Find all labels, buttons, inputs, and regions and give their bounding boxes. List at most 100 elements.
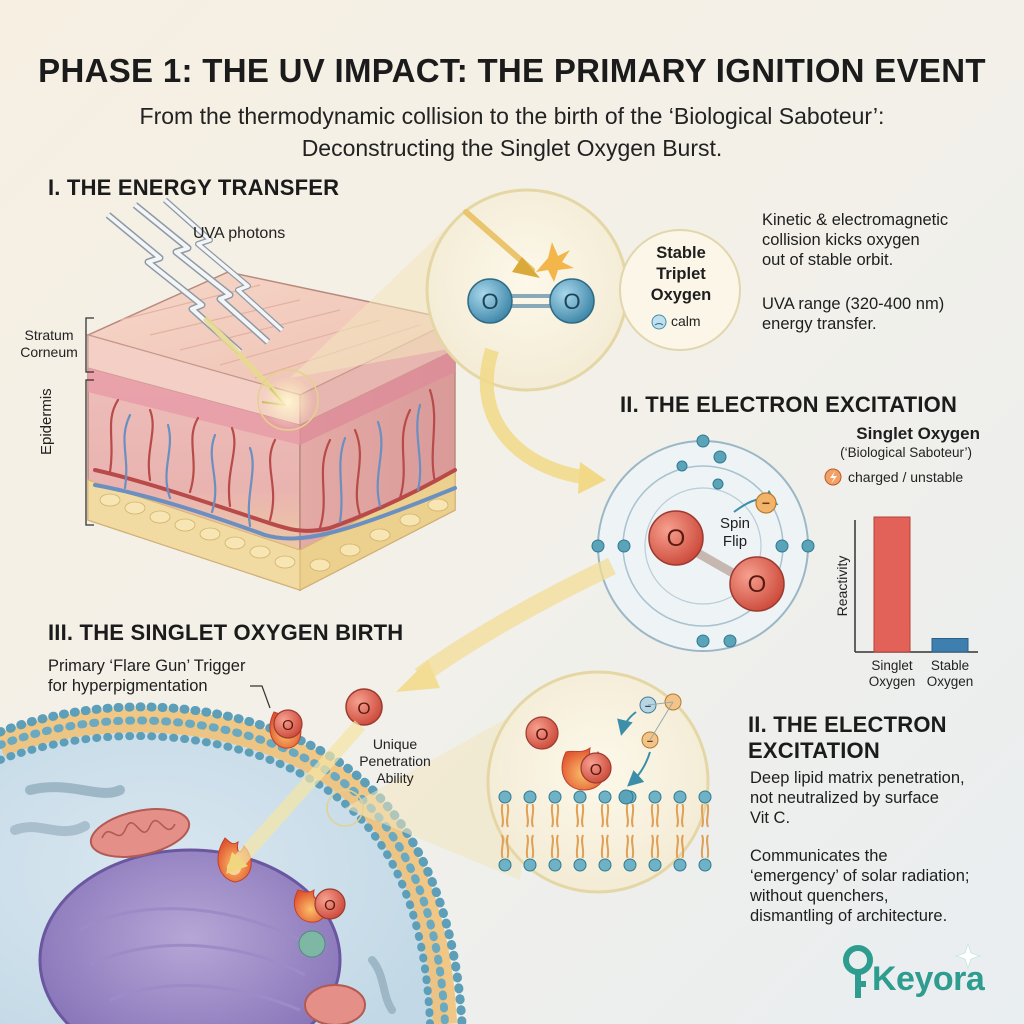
electron-sign: −	[645, 701, 651, 713]
penetration-line-3: Ability	[376, 770, 414, 786]
penetration-line-2: Penetration	[359, 753, 431, 769]
emergency-desc-line-2: ‘emergency’ of solar radiation;	[750, 867, 970, 885]
lipid-head	[698, 790, 712, 804]
uva-photons-label: UVA photons	[193, 225, 286, 242]
page-title: PHASE 1: THE UV IMPACT: THE PRIMARY IGNI…	[38, 52, 986, 89]
penetration-desc-line-3: Vit C.	[750, 809, 791, 827]
calm-face-icon	[651, 314, 667, 330]
emergency-desc-line-4: dismantling of architecture.	[750, 907, 948, 925]
triplet-oxygen-title: Stable Triplet Oxygen	[640, 243, 722, 306]
nucleus	[38, 848, 342, 1024]
lipid-head	[548, 790, 562, 804]
singlet-oxygen-orbitals: − O O	[591, 434, 815, 652]
spin-flip-line-2: Flip	[722, 533, 748, 550]
section-electron-excitation-heading: II. THE ELECTRON EXCITATION	[620, 392, 958, 417]
triplet-title-line-3: Oxygen	[650, 286, 712, 304]
lipid-head	[498, 858, 512, 872]
penetration-beam	[234, 720, 366, 865]
atom-label: O	[282, 717, 294, 734]
lipid-tail	[606, 803, 610, 828]
lipid-head	[523, 858, 537, 872]
section-energy-transfer-heading: I. THE ENERGY TRANSFER	[48, 175, 340, 200]
lipid-head	[548, 858, 562, 872]
atom-label: O	[590, 762, 602, 779]
lipid-tail	[500, 803, 504, 828]
atom-label: O	[357, 699, 370, 718]
chart-tick-label: Oxygen	[869, 674, 916, 689]
lipid-tail	[625, 803, 629, 828]
chart-tick-label: Stable	[931, 658, 969, 673]
stratum-label-line-1: Stratum	[24, 327, 74, 343]
singlet-oxygen-particle	[345, 688, 383, 726]
trigger-line-2: for hyperpigmentation	[48, 677, 208, 695]
lipid-tail	[656, 834, 660, 859]
lipid-tail	[625, 834, 629, 859]
subtitle-line-1: From the thermodynamic collision to the …	[139, 103, 885, 129]
lipid-tail	[500, 834, 504, 859]
lipid-tail	[656, 803, 660, 828]
transition-arrow-2	[414, 557, 616, 684]
zoom-wedge-2	[345, 700, 540, 880]
section-singlet-birth-heading: III. THE SINGLET OXYGEN BIRTH	[48, 620, 404, 645]
lipid-tail	[575, 834, 579, 859]
penetration-desc-line-1: Deep lipid matrix penetration,	[750, 769, 965, 787]
excited-electron	[755, 492, 777, 514]
atom-label: O	[748, 571, 767, 598]
lipid-head	[573, 858, 587, 872]
atom-label: O	[563, 289, 580, 314]
lipid-tail	[556, 834, 560, 859]
stratum-label-line-2: Corneum	[20, 344, 78, 360]
flare-gun-trigger-label: Primary ‘Flare Gun’ Trigger for hyperpig…	[48, 656, 245, 696]
lipid-head	[673, 790, 687, 804]
layer-brackets	[85, 317, 94, 526]
lipid-tail	[525, 803, 529, 828]
uva-photon-bolts	[105, 197, 286, 406]
singlet-oxygen-subtitle: (‘Biological Saboteur’)	[840, 445, 972, 460]
lipid-tail	[606, 834, 610, 859]
lipid-tail	[556, 803, 560, 828]
lipid-tail	[700, 803, 704, 828]
lipid-tail	[581, 834, 585, 859]
page-subtitle: From the thermodynamic collision to the …	[60, 100, 964, 164]
emergency-desc-line-1: Communicates the	[750, 847, 888, 865]
lipid-head	[623, 858, 637, 872]
keyora-logo	[843, 942, 982, 998]
lipid-tail	[531, 834, 535, 859]
lipid-tail	[706, 834, 710, 859]
lipid-tail	[650, 834, 654, 859]
lipid-tail	[550, 834, 554, 859]
atom-label: O	[667, 525, 686, 552]
triplet-title-line-1: Stable	[656, 244, 706, 262]
chart-bar-0	[873, 516, 911, 653]
transition-arrow-1-head	[578, 462, 606, 494]
zoom-origin-ring	[257, 369, 319, 431]
stratum-corneum-label: Stratum Corneum	[18, 327, 80, 361]
triplet-oxygen-zoom: O O	[425, 188, 629, 392]
lipid-tail	[631, 803, 635, 828]
lipid-tail	[675, 803, 679, 828]
lipid-tail	[700, 834, 704, 859]
chart-tick-label: Singlet	[871, 658, 913, 673]
zoom-origin-ring-2	[326, 789, 364, 827]
triplet-title-line-2: Triplet	[656, 265, 706, 283]
electron-sign: −	[762, 495, 770, 511]
penetration-desc-line-2: not neutralized by surface	[750, 789, 939, 807]
singlet-state-label: charged / unstable	[848, 469, 964, 485]
spin-flip-label: Spin Flip	[710, 515, 760, 551]
lipid-head	[598, 790, 612, 804]
zoom-wedge-1	[290, 205, 470, 378]
penetration-line-1: Unique	[372, 736, 418, 752]
trigger-line-1: Primary ‘Flare Gun’ Trigger	[48, 657, 246, 675]
atom-label: O	[324, 897, 336, 914]
emergency-description: Communicates the ‘emergency’ of solar ra…	[750, 846, 970, 926]
mitochondrion	[304, 984, 366, 1024]
triplet-state-label: calm	[671, 313, 701, 329]
impact-glow	[262, 376, 314, 428]
penetration-description: Deep lipid matrix penetration, not neutr…	[750, 768, 965, 828]
singlet-oxygen-title: Singlet Oxygen	[856, 424, 980, 443]
triplet-label-bubble	[619, 229, 741, 351]
energy-transfer-description-1: Kinetic & electromagnetic collision kick…	[762, 210, 948, 270]
energy-desc-1-line-1: Kinetic & electromagnetic	[762, 211, 949, 229]
